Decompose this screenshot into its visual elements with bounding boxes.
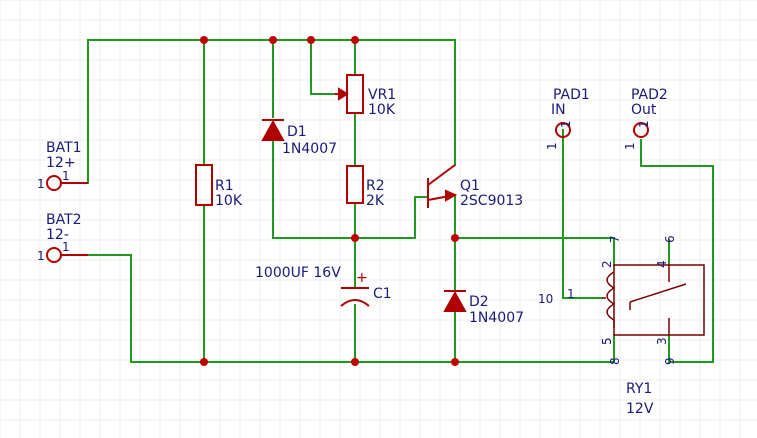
- vr1-wiper-arrow: [338, 87, 349, 101]
- r1-value: 10K: [215, 193, 243, 209]
- wire-q1-base: [414, 196, 429, 239]
- d2-body: [443, 290, 467, 312]
- c1-ref: C1: [373, 286, 392, 302]
- capacitor-c1: + 1000UF 16V C1: [255, 265, 392, 307]
- q1-emitter-arrow: [445, 189, 458, 202]
- r2-body: [346, 165, 364, 204]
- diode-d2: D2 1N4007: [443, 290, 524, 326]
- ry1-pin-2: 2: [600, 260, 614, 268]
- bat2-ref: BAT2: [46, 212, 82, 228]
- pad1-ref: PAD1: [553, 87, 590, 103]
- junction-dot: [351, 358, 359, 366]
- pad1-terminal: [555, 122, 571, 138]
- pad2-value: Out: [631, 102, 657, 118]
- wires: [87, 39, 714, 363]
- relay-ry1: 1 2 3 4 5 6 7 8 9 10 RY1 12V: [538, 235, 705, 417]
- vr1-ref: VR1: [368, 87, 396, 103]
- junction-dot: [200, 36, 208, 44]
- diode-d1: D1 1N4007: [261, 119, 337, 157]
- resistor-r1: R1 10K: [195, 164, 243, 209]
- ry1-pin-6: 6: [663, 235, 677, 243]
- c1-plate-negative: [340, 299, 370, 307]
- c1-polarity: +: [356, 270, 368, 286]
- ry1-pin-8: 8: [608, 357, 622, 365]
- battery-bat2: BAT2 12- 1 1: [37, 212, 88, 263]
- pad2-pin-a: 1: [623, 142, 637, 150]
- ry1-value: 12V: [626, 401, 654, 417]
- pad1-value: IN: [551, 102, 566, 118]
- wire-vr1-wiper: [310, 39, 343, 95]
- potentiometer-vr1: VR1 10K: [335, 74, 396, 118]
- wire-pad1-coil: [562, 129, 603, 299]
- ry1-pin-3: 3: [655, 337, 669, 345]
- bat2-pin-b: 1: [62, 240, 70, 254]
- ry1-pin-1: 1: [567, 287, 575, 301]
- ry1-pin-9: 9: [663, 357, 677, 365]
- junction-dot: [351, 36, 359, 44]
- q1-value: 2SC9013: [460, 193, 523, 209]
- r2-value: 2K: [366, 193, 385, 209]
- d2-ref: D2: [469, 294, 489, 310]
- pad-pad2: PAD2 Out 1 1: [623, 87, 668, 150]
- pad2-pin-b: 1: [637, 120, 651, 128]
- battery-bat1: BAT1 12+ 1 1: [37, 140, 88, 191]
- ry1-ref: RY1: [626, 381, 652, 397]
- ry1-pin-5: 5: [600, 337, 614, 345]
- bat1-pin-a: 1: [37, 177, 45, 191]
- bat1-terminal: [46, 175, 62, 191]
- bat1-pin-b: 1: [62, 169, 70, 183]
- r2-ref: R2: [366, 178, 385, 194]
- wire-pad2-relay: [640, 139, 714, 363]
- d1-value: 1N4007: [282, 141, 337, 157]
- q1-ref: Q1: [460, 178, 480, 194]
- d2-value: 1N4007: [469, 310, 524, 326]
- junctions: [200, 36, 459, 366]
- resistor-r2: R2 2K: [346, 165, 385, 209]
- junction-dot: [351, 234, 359, 242]
- junction-dot: [451, 358, 459, 366]
- ry1-coil: [606, 271, 616, 328]
- ry1-switch-arm: [629, 283, 687, 303]
- pad2-ref: PAD2: [631, 87, 668, 103]
- wire-ground-rail: [87, 254, 615, 363]
- bat2-value: 12-: [46, 227, 69, 243]
- junction-dot: [269, 36, 277, 44]
- d1-body: [261, 119, 285, 141]
- q1-collector: [427, 164, 456, 186]
- transistor-q1: Q1 2SC9013: [427, 164, 523, 209]
- c1-value: 1000UF 16V: [255, 265, 341, 281]
- wire-d1-bottom: [272, 139, 416, 239]
- ry1-pin-7: 7: [608, 235, 622, 243]
- bat2-pin-a: 1: [37, 249, 45, 263]
- bat1-value: 12+: [46, 155, 76, 171]
- ry1-pin-4: 4: [655, 260, 669, 268]
- pad1-pin-b: 1: [559, 120, 573, 128]
- junction-dot: [451, 234, 459, 242]
- wire-emitter-relay: [454, 237, 615, 266]
- bat1-ref: BAT1: [46, 140, 82, 156]
- r1-body: [195, 164, 213, 206]
- pad2-terminal: [633, 122, 649, 138]
- pad-pad1: PAD1 IN 1 1: [545, 87, 590, 150]
- vr1-value: 10K: [368, 102, 396, 118]
- ry1-pin-10: 10: [538, 292, 553, 306]
- pad1-pin-a: 1: [545, 142, 559, 150]
- r1-ref: R1: [215, 178, 234, 194]
- junction-dot: [307, 36, 315, 44]
- vr1-body: [346, 74, 364, 114]
- ry1-body: [613, 264, 705, 336]
- d1-ref: D1: [287, 124, 307, 140]
- junction-dot: [200, 358, 208, 366]
